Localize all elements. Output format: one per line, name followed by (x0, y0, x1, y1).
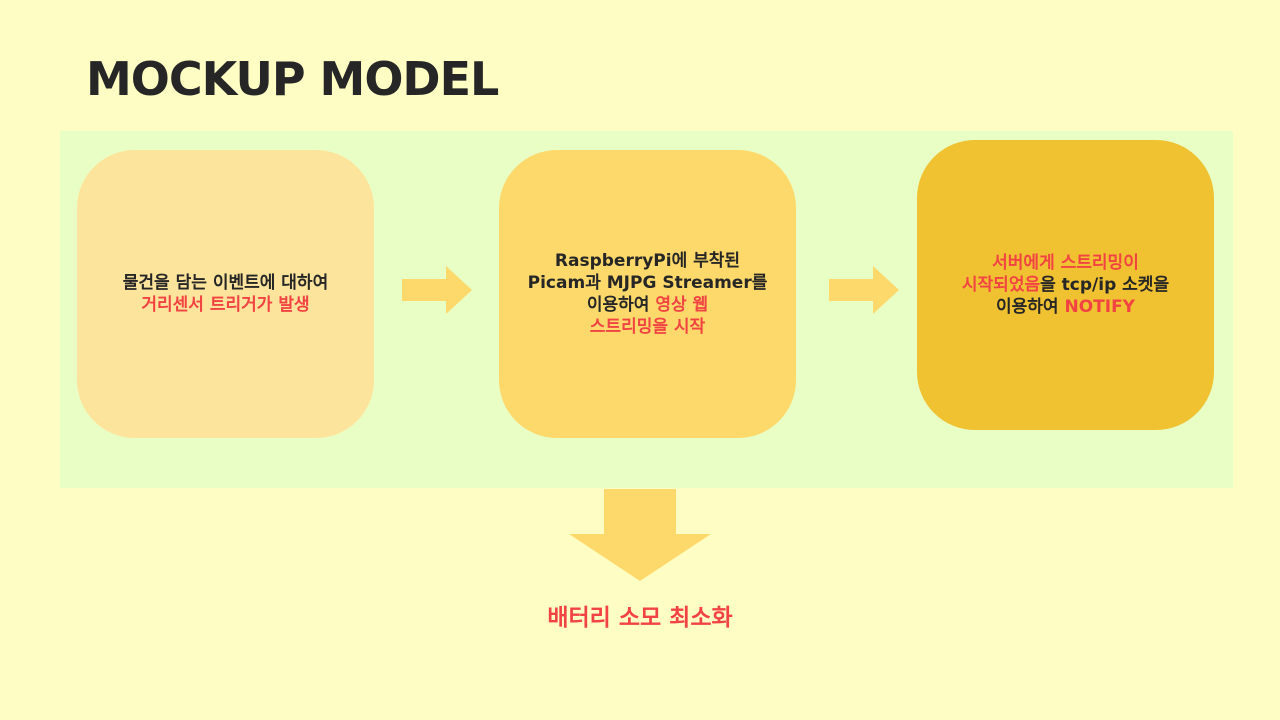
highlight-text: 시작되었음 (961, 275, 1041, 295)
down-arrow-icon (569, 489, 711, 581)
body-text: 이용하여 (995, 297, 1065, 317)
right-arrow-icon (829, 266, 899, 314)
highlight-text: 거리센서 트리거가 발생 (141, 295, 310, 315)
body-text: 을 tcp/ip 소켓을 (1040, 275, 1170, 295)
body-text: Picam과 MJPG Streamer를 (527, 273, 768, 293)
highlight-text: 서버에게 스트리밍이 (992, 253, 1139, 273)
body-text: 물건을 담는 이벤트에 대하여 (122, 273, 329, 293)
step-text-line: 시작되었음을 tcp/ip 소켓을 (962, 274, 1169, 296)
step-text-line: 거리센서 트리거가 발생 (123, 294, 328, 316)
step-text-line: 스트리밍을 시작 (528, 316, 768, 338)
highlight-text: 스트리밍을 시작 (589, 317, 706, 337)
body-text: 이용하여 (586, 295, 656, 315)
highlight-text: NOTIFY (1064, 297, 1135, 317)
body-text: RaspberryPi에 부착된 (554, 251, 741, 271)
step-text-line: Picam과 MJPG Streamer를 (528, 272, 768, 294)
right-arrow-icon (402, 266, 472, 314)
step-text-line: 서버에게 스트리밍이 (962, 252, 1169, 274)
step-text-line: 이용하여 NOTIFY (962, 296, 1169, 318)
step-text-line: RaspberryPi에 부착된 (528, 250, 768, 272)
page-title: MOCKUP MODEL (86, 52, 499, 106)
step-text-line: 이용하여 영상 웹 (528, 294, 768, 316)
step-text-line: 물건을 담는 이벤트에 대하여 (123, 272, 328, 294)
highlight-text: 영상 웹 (655, 295, 709, 315)
result-label: 배터리 소모 최소화 (547, 605, 733, 631)
